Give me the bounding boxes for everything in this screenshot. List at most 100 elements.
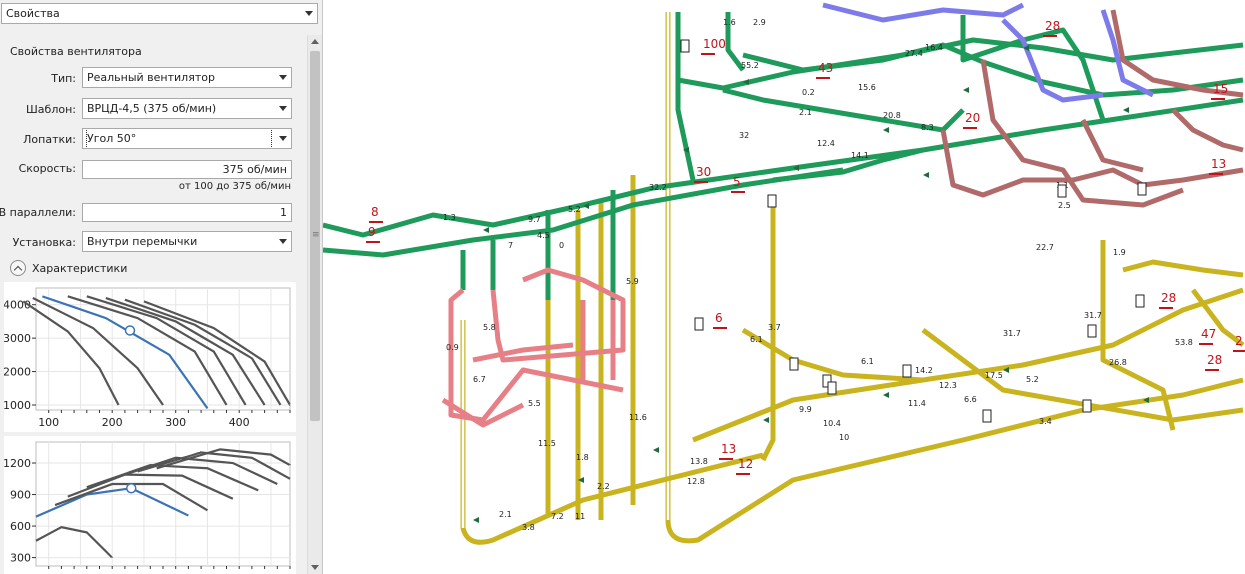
node-label[interactable]: 20 [965, 111, 980, 125]
flow-label: 12.3 [939, 381, 957, 390]
curve [124, 298, 282, 406]
y-tick-label: 1200 [4, 457, 31, 470]
node-label[interactable]: 28 [1045, 19, 1060, 33]
flow-label: 2.1 [499, 510, 512, 519]
flow-direction-arrow [793, 165, 799, 171]
scroll-up-icon[interactable] [311, 39, 319, 44]
panel-selector-combo[interactable]: Свойства [1, 3, 318, 24]
flow-label: 3.4 [1039, 417, 1052, 426]
node-label[interactable]: 15 [1213, 82, 1228, 96]
install-combo[interactable]: Внутри перемычки [82, 231, 292, 252]
panel-scrollbar[interactable] [307, 35, 322, 574]
chevron-down-icon [305, 11, 313, 16]
blades-combo[interactable]: Угол 50° [82, 128, 292, 149]
node-label[interactable]: 28 [1207, 353, 1222, 367]
flow-label: 10.4 [823, 419, 841, 428]
scroll-down-icon[interactable] [311, 565, 319, 570]
flow-direction-arrow [583, 203, 589, 209]
node-label[interactable]: 6 [715, 311, 723, 325]
damper-marker[interactable] [1057, 184, 1067, 198]
node-label[interactable]: 43 [818, 61, 833, 75]
node-label[interactable]: 30 [696, 165, 711, 179]
type-combo[interactable]: Реальный вентилятор [82, 67, 292, 88]
damper-marker[interactable] [827, 381, 837, 395]
curve [86, 295, 247, 406]
flow-label: 5.8 [483, 323, 496, 332]
flow-label: 14.1 [851, 151, 869, 160]
flow-label: 9.9 [799, 405, 812, 414]
node-label[interactable]: 13 [1211, 157, 1226, 171]
flow-label: 11 [575, 512, 585, 521]
active-curve [41, 295, 209, 409]
scroll-thumb[interactable] [310, 51, 320, 421]
flow-label: 22.7 [1036, 243, 1054, 252]
characteristics-label: Характеристики [32, 262, 128, 275]
panel-selector-text: Свойства [6, 7, 60, 20]
x-tick-label: 300 [165, 416, 186, 429]
chevron-down-icon [279, 239, 287, 244]
damper-marker[interactable] [822, 374, 832, 388]
node-label[interactable]: 100 [703, 37, 726, 51]
parallel-input[interactable]: 1 [82, 203, 292, 222]
flow-label: 5.9 [626, 277, 639, 286]
flow-label: 5.2 [1026, 375, 1039, 384]
flow-direction-arrow [1123, 107, 1129, 113]
damper-marker[interactable] [767, 194, 777, 208]
node-label[interactable]: 28 [1161, 291, 1176, 305]
flow-label: 2.2 [597, 482, 610, 491]
flow-label: 15.6 [858, 83, 876, 92]
damper-marker[interactable] [1082, 399, 1092, 413]
damper-marker[interactable] [1137, 182, 1147, 196]
node-label[interactable]: 47 [1201, 327, 1216, 341]
damper-marker[interactable] [1087, 324, 1097, 338]
speed-range-hint: от 100 до 375 об/мин [178, 181, 291, 192]
node-label[interactable]: 5 [733, 175, 741, 189]
flow-label: 0.9 [446, 343, 459, 352]
flow-direction-arrow [1003, 367, 1009, 373]
curve [156, 448, 291, 470]
parallel-label: В параллели: [0, 206, 76, 219]
flow-label: 10 [839, 433, 849, 442]
flow-label: 13.8 [690, 457, 708, 466]
operating-point[interactable] [124, 325, 136, 336]
flow-direction-arrow [653, 447, 659, 453]
damper-marker[interactable] [902, 364, 912, 378]
y-tick-label: 4000 [4, 299, 31, 312]
damper-marker[interactable] [694, 317, 704, 331]
splitter-grip-icon[interactable]: ≡ [312, 230, 320, 240]
curve [111, 456, 278, 486]
damper-marker[interactable] [982, 409, 992, 423]
type-label: Тип: [51, 72, 76, 85]
flow-direction-arrow [743, 79, 749, 85]
flow-direction-arrow [963, 87, 969, 93]
flow-label: 8.3 [921, 123, 934, 132]
node-label[interactable]: 8 [371, 205, 379, 219]
damper-marker[interactable] [1135, 294, 1145, 308]
node-label[interactable]: 12 [738, 457, 753, 471]
node-label[interactable]: 9 [368, 225, 376, 239]
flow-label: 11.4 [908, 399, 926, 408]
speed-input[interactable]: 375 об/мин [82, 160, 292, 179]
damper-marker[interactable] [680, 39, 690, 53]
flow-label: 14.2 [915, 366, 933, 375]
chevron-down-icon [279, 136, 287, 141]
node-label[interactable]: 2 [1235, 334, 1243, 348]
node-label[interactable]: 13 [721, 442, 736, 456]
flow-label: 11.5 [538, 439, 556, 448]
damper-marker[interactable] [789, 357, 799, 371]
operating-point[interactable] [126, 482, 137, 494]
template-combo[interactable]: ВРЦД-4,5 (375 об/мин) [82, 98, 292, 119]
flow-direction-arrow [683, 147, 689, 153]
flow-label: 0 [559, 241, 564, 250]
flow-label: 16.4 [925, 43, 943, 52]
collapse-chevron-icon[interactable] [10, 260, 26, 276]
y-tick-label: 600 [10, 520, 31, 533]
curve [22, 300, 120, 406]
flow-direction-arrow [483, 227, 489, 233]
install-value: Внутри перемычки [87, 235, 198, 248]
